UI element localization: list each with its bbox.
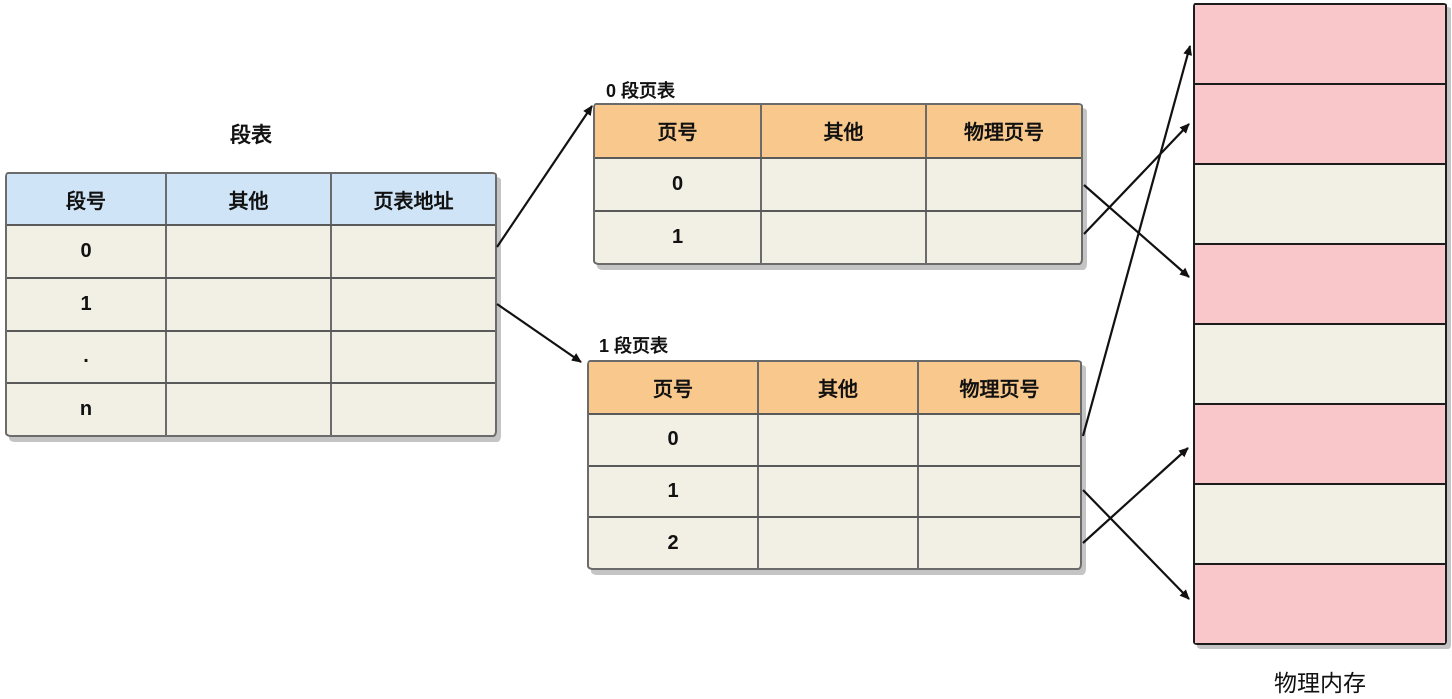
segment-table-row-ellipsis: . <box>7 329 495 383</box>
memory-block-5 <box>1195 403 1445 483</box>
page-table-1-row-0: 0 <box>589 412 1080 465</box>
memory-label: 物理内存 <box>1274 670 1366 696</box>
empty-cell <box>332 332 495 383</box>
arrow-page-table-1-row-2-to-memory-block-5 <box>1082 447 1189 544</box>
page-table-1-header-pageno: 页号 <box>589 362 759 413</box>
page-table-1-row-2: 2 <box>589 516 1080 568</box>
page-table-0-header-row: 页号 其他 物理页号 <box>595 105 1081 157</box>
page-table-1-header-other: 其他 <box>759 362 919 413</box>
segment-table-row-0: 0 <box>7 224 495 277</box>
segment-table-row-1: 1 <box>7 276 495 330</box>
arrow-page-table-1-row-1-to-memory-block-7 <box>1082 489 1190 600</box>
page-table-0-header-frame: 物理页号 <box>964 122 1044 145</box>
empty-cell <box>762 158 927 210</box>
empty-cell <box>332 384 495 435</box>
page-table-1-header-row: 页号 其他 物理页号 <box>589 362 1080 413</box>
segment-number-cell: n <box>7 384 167 436</box>
memory-block-3 <box>1195 243 1445 323</box>
memory-block-2 <box>1195 163 1445 243</box>
memory-block-6 <box>1195 483 1445 563</box>
empty-cell <box>919 415 1080 465</box>
page-table-0-header-pageno: 页号 <box>595 105 762 157</box>
memory-block-1 <box>1195 83 1445 163</box>
segment-table-title: 段表 <box>230 124 272 147</box>
segment-table-header-row: 段号 其他 页表地址 <box>7 174 495 225</box>
segment-table-header-segno: 段号 <box>7 174 167 225</box>
empty-cell <box>919 518 1080 568</box>
empty-cell <box>167 331 332 383</box>
empty-cell <box>759 518 919 568</box>
empty-cell <box>167 226 332 277</box>
segment-table: 段号 其他 页表地址 0 1 . n <box>5 172 497 437</box>
empty-cell <box>927 212 1081 263</box>
segment-number-cell: 1 <box>7 278 167 330</box>
memory-block-4 <box>1195 323 1445 403</box>
arrow-page-table-0-row-1-to-memory-block-1 <box>1083 123 1190 235</box>
empty-cell <box>332 226 495 277</box>
memory-block-7 <box>1195 563 1445 643</box>
arrow-page-table-1-row-0-to-memory-block-0 <box>1081 45 1192 437</box>
page-number-cell: 1 <box>595 211 762 263</box>
page-table-1: 页号 其他 物理页号 0 1 2 <box>587 360 1082 570</box>
segment-table-header-ptaddr: 页表地址 <box>373 190 454 213</box>
empty-cell <box>759 466 919 517</box>
page-table-1-row-1: 1 <box>589 464 1080 517</box>
segment-number-cell: . <box>7 331 167 383</box>
page-table-0-header-other: 其他 <box>762 105 927 157</box>
empty-cell <box>759 414 919 465</box>
page-number-cell: 2 <box>589 518 759 568</box>
memory-block-0 <box>1195 5 1445 83</box>
page-table-1-header-frame: 物理页号 <box>959 378 1040 401</box>
page-table-0: 页号 其他 物理页号 0 1 <box>593 103 1083 265</box>
segment-table-row-n: n <box>7 382 495 436</box>
empty-cell <box>762 211 927 263</box>
memory-column <box>1193 3 1447 645</box>
segment-number-cell: 0 <box>7 226 167 277</box>
page-number-cell: 1 <box>589 466 759 517</box>
page-number-cell: 0 <box>589 414 759 465</box>
segment-table-header-other: 其他 <box>167 174 332 225</box>
page-table-0-row-1: 1 <box>595 209 1081 263</box>
arrow-segment-table-row-1-to-page-table-1 <box>496 303 582 363</box>
page-table-1-title: 1 段页表 <box>599 336 669 356</box>
page-table-0-title: 0 段页表 <box>606 81 676 101</box>
empty-cell <box>167 384 332 436</box>
arrow-segment-table-row-0-to-page-table-0 <box>496 105 593 248</box>
empty-cell <box>332 279 495 330</box>
empty-cell <box>927 159 1081 210</box>
page-number-cell: 0 <box>595 158 762 210</box>
page-table-0-row-0: 0 <box>595 156 1081 210</box>
arrow-page-table-0-row-0-to-memory-block-3 <box>1083 184 1190 278</box>
empty-cell <box>919 467 1080 517</box>
empty-cell <box>167 278 332 330</box>
